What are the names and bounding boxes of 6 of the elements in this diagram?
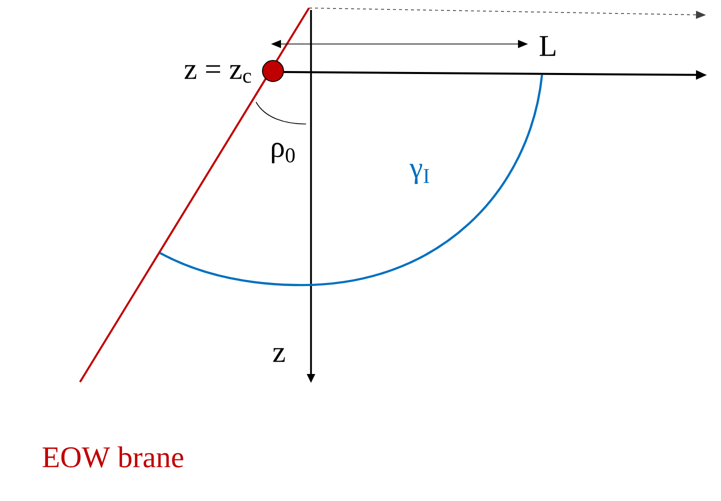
axis-label: z [273,348,285,362]
angle-label: ρ$_{0}$ [272,142,295,164]
equation-label: z = z$_{c}$ [184,65,252,83]
caption-label: EOW brane [42,446,184,468]
curve-label: γ$_{I}$ [410,164,430,184]
axis-label: L [540,36,556,56]
